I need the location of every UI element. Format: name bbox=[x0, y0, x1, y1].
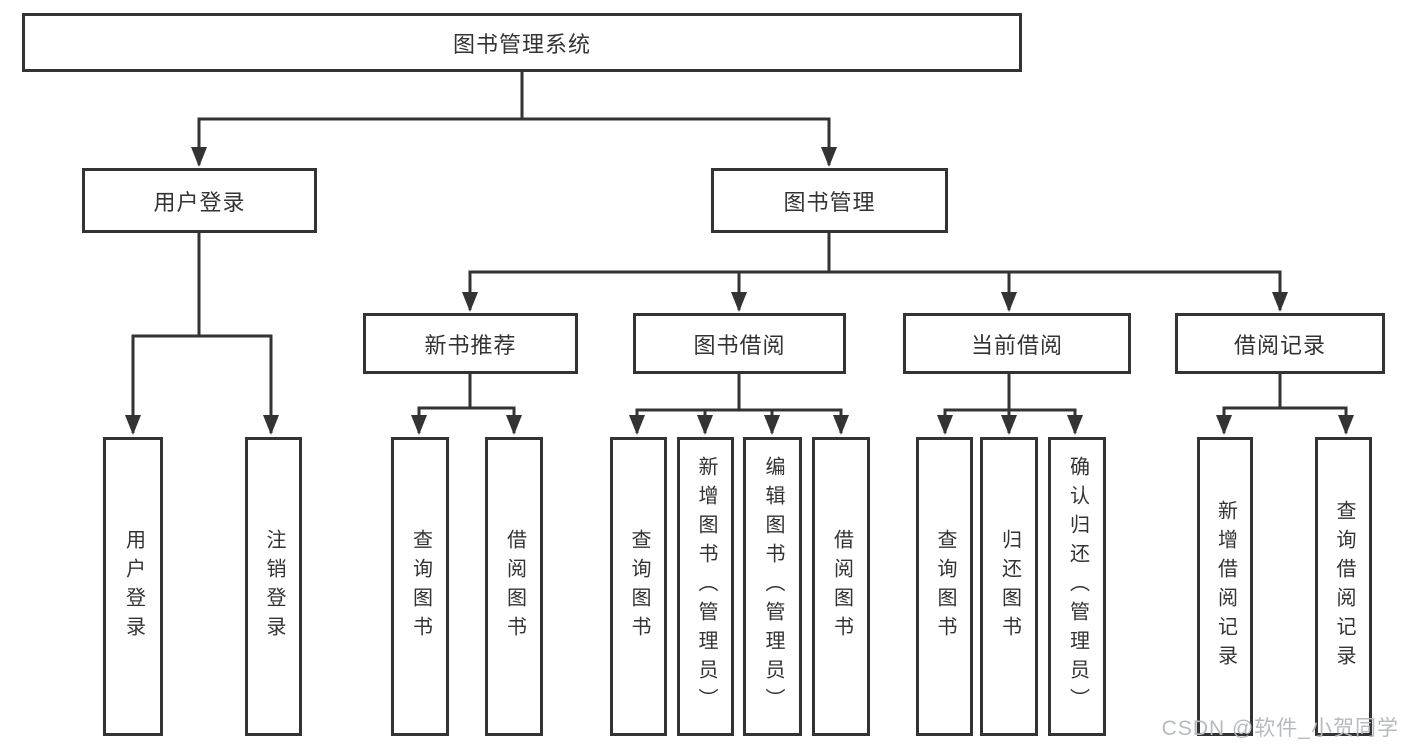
node-label: 借阅图书 bbox=[830, 528, 853, 645]
node-label: 确认归还（管理员） bbox=[1066, 456, 1089, 717]
node-label: 用户登录 bbox=[153, 189, 246, 215]
node-current-borrowing: 当前借阅 bbox=[903, 313, 1131, 374]
csdn-watermark: CSDN @软件_小贺同学 bbox=[1161, 717, 1399, 740]
node-label: 查询图书 bbox=[628, 528, 650, 645]
node-label: 当前借阅 bbox=[970, 332, 1063, 358]
node-book-management: 图书管理 bbox=[711, 168, 948, 233]
node-label: 归还图书 bbox=[998, 528, 1021, 645]
leaf-borrowing-add-books-admin: 新增图书（管理员） bbox=[677, 437, 734, 736]
leaf-current-confirm-return-admin: 确认归还（管理员） bbox=[1048, 437, 1106, 736]
node-label: 新书推荐 bbox=[424, 332, 517, 358]
node-label: 编辑图书（管理员） bbox=[762, 456, 784, 717]
node-label: 图书借阅 bbox=[693, 332, 786, 358]
node-label: 图书管理 bbox=[783, 189, 876, 215]
node-label: 借阅图书 bbox=[503, 528, 526, 645]
node-borrowing-records: 借阅记录 bbox=[1175, 313, 1385, 374]
node-label: 新增借阅记录 bbox=[1214, 499, 1237, 674]
node-label: 用户登录 bbox=[122, 528, 145, 645]
node-label: 查询借阅记录 bbox=[1333, 499, 1355, 674]
leaf-newbook-borrow-books: 借阅图书 bbox=[485, 437, 543, 736]
node-label: 图书管理系统 bbox=[452, 31, 591, 57]
node-label: 新增图书（管理员） bbox=[695, 456, 717, 717]
leaf-logout: 注销登录 bbox=[245, 437, 302, 736]
leaf-borrowing-borrow-books: 借阅图书 bbox=[812, 437, 870, 736]
leaf-records-add-record: 新增借阅记录 bbox=[1197, 437, 1253, 736]
leaf-user-login: 用户登录 bbox=[103, 437, 163, 736]
node-new-book-recommend: 新书推荐 bbox=[363, 313, 578, 374]
node-label: 注销登录 bbox=[263, 528, 285, 645]
leaf-newbook-query-books: 查询图书 bbox=[391, 437, 449, 736]
node-label: 查询图书 bbox=[934, 528, 956, 645]
leaf-records-query-record: 查询借阅记录 bbox=[1315, 437, 1372, 736]
leaf-current-query-books: 查询图书 bbox=[916, 437, 973, 736]
node-user-login: 用户登录 bbox=[82, 168, 317, 233]
node-label: 查询图书 bbox=[409, 528, 432, 645]
leaf-borrowing-edit-books-admin: 编辑图书（管理员） bbox=[743, 437, 802, 736]
leaf-borrowing-query-books: 查询图书 bbox=[610, 437, 667, 736]
node-system-root: 图书管理系统 bbox=[22, 13, 1022, 72]
leaf-current-return-books: 归还图书 bbox=[980, 437, 1038, 736]
node-book-borrowing: 图书借阅 bbox=[633, 313, 846, 374]
node-label: 借阅记录 bbox=[1233, 332, 1326, 358]
